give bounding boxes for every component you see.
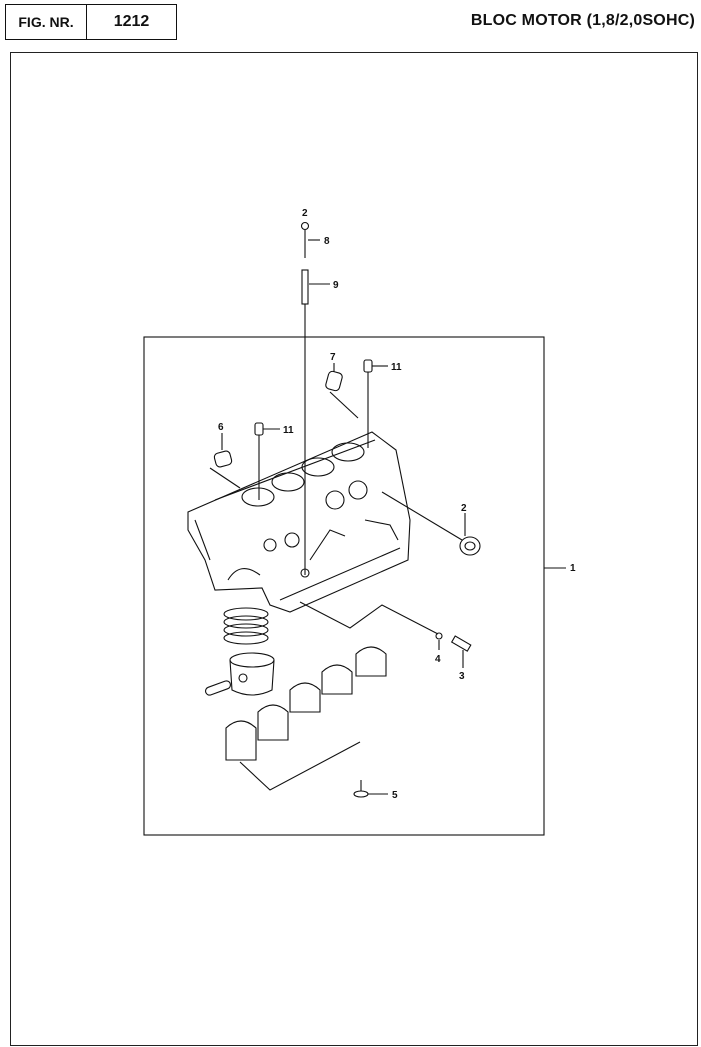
figure-number-box: FIG. NR. 1212 <box>5 4 177 40</box>
callout-5: 5 <box>392 790 398 801</box>
piston-rings <box>223 607 269 645</box>
callout-9: 9 <box>333 280 339 291</box>
callout-3: 3 <box>459 671 465 682</box>
part-11-dowel-left <box>254 422 280 500</box>
bearing-caps-lower <box>225 704 361 791</box>
callout-6: 6 <box>218 422 224 433</box>
figure-number-label: FIG. NR. <box>6 5 87 39</box>
page-title: BLOC MOTOR (1,8/2,0SOHC) <box>470 12 695 29</box>
figure-number-value: 1212 <box>113 13 150 30</box>
callout-4: 4 <box>435 654 441 665</box>
callout-2-top: 2 <box>302 208 308 219</box>
drawing-frame <box>10 52 698 1046</box>
callout-2-plug: 2 <box>461 503 467 514</box>
callout-11-right: 11 <box>391 362 402 373</box>
bearing-caps-upper <box>289 646 387 713</box>
engine-block <box>187 431 411 613</box>
part-4-washer <box>299 601 443 650</box>
part-3-bolt <box>450 635 472 668</box>
callout-11-left: 11 <box>283 425 294 436</box>
part-11-dowel-right <box>363 359 388 448</box>
part-6-sleeve <box>209 433 241 489</box>
callout-8: 8 <box>324 236 330 247</box>
piston <box>204 652 275 696</box>
part-2-plug <box>381 491 481 556</box>
part-7-bushing <box>325 363 359 419</box>
callout-1: 1 <box>570 563 576 574</box>
dipstick-assembly <box>300 221 330 575</box>
part-5-bolt <box>353 780 388 798</box>
callout-7: 7 <box>330 352 336 363</box>
assembly-group-box <box>143 336 545 836</box>
